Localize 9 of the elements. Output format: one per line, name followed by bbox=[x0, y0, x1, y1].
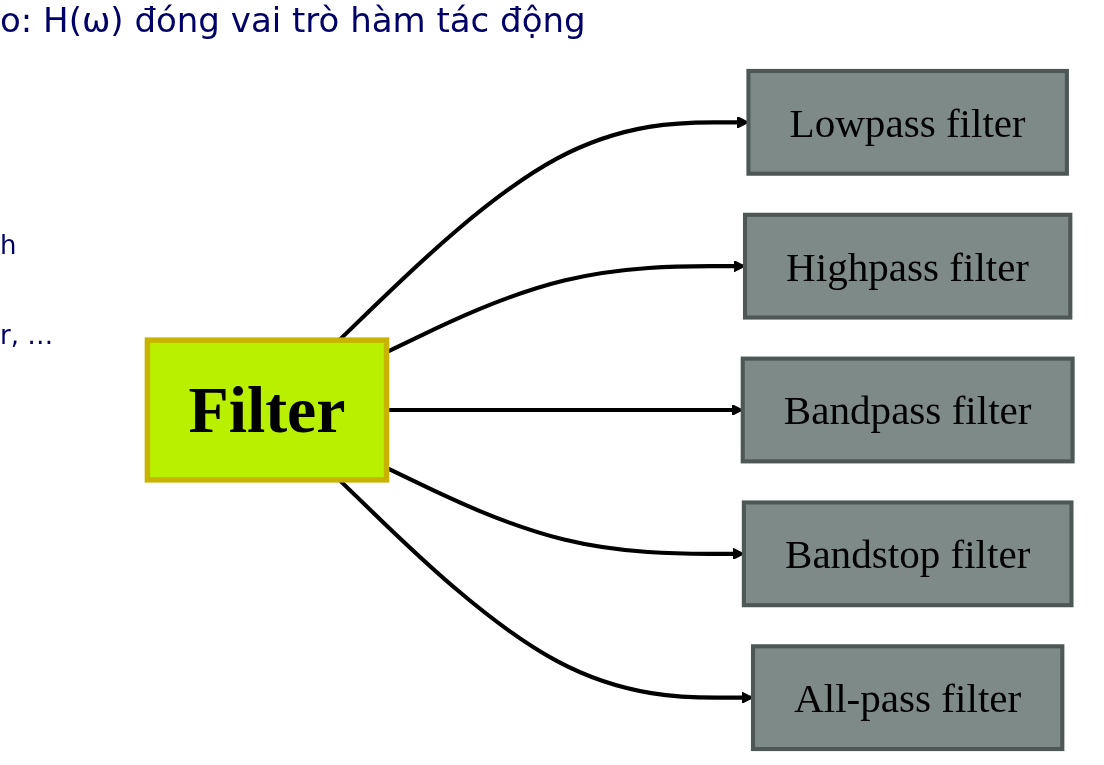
node-box: All-pass filter bbox=[750, 644, 1065, 752]
body-text: h bbox=[0, 230, 18, 260]
body-text: r, … bbox=[0, 320, 54, 350]
heading-text: o: H(ω) đóng vai trò hàm tác động bbox=[0, 0, 586, 40]
node-box: Highpass filter bbox=[742, 212, 1073, 320]
node-box: Bandpass filter bbox=[740, 356, 1075, 464]
node-box: Bandstop filter bbox=[741, 500, 1074, 608]
node-box: Filter bbox=[144, 337, 390, 483]
node-box: Lowpass filter bbox=[746, 68, 1069, 176]
